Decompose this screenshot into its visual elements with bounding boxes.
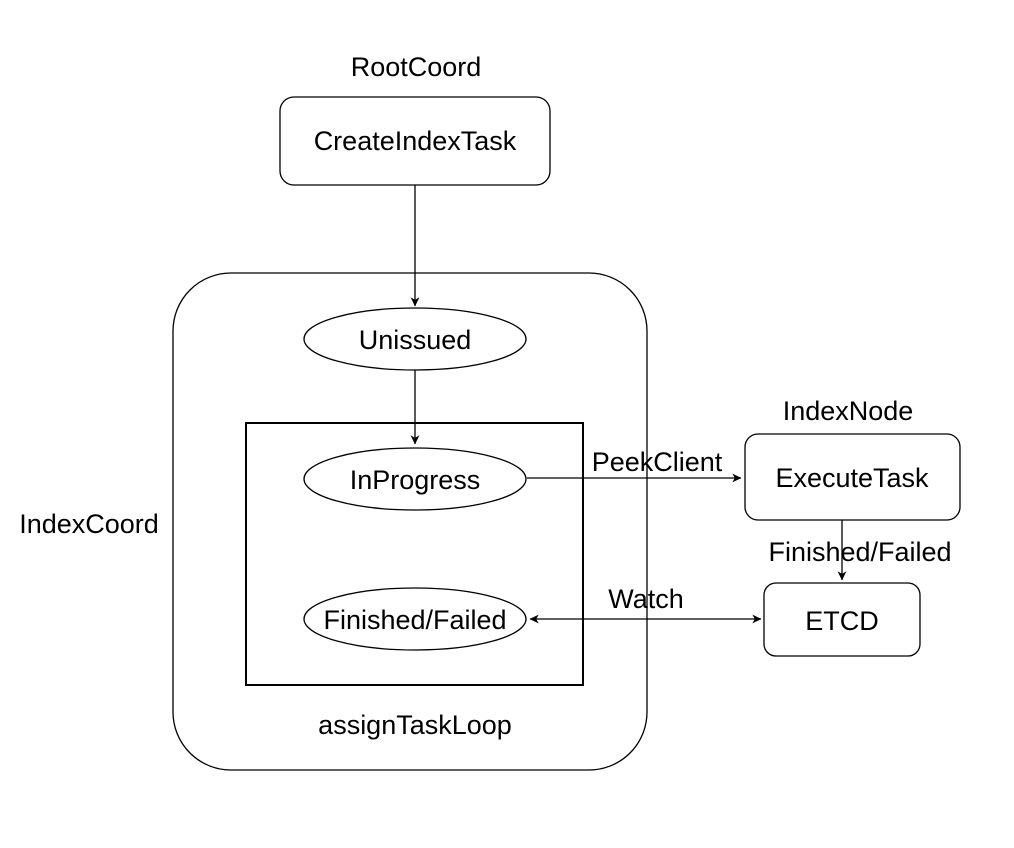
assign-task-loop-box (245, 422, 584, 686)
index-coord-label: IndexCoord (19, 509, 159, 539)
finished-failed-edge-label: Finished/Failed (768, 537, 951, 567)
watch-edge-label: Watch (608, 584, 684, 614)
etcd-label: ETCD (805, 606, 879, 636)
execute-task-label: ExecuteTask (775, 463, 929, 493)
in-progress-label: InProgress (350, 465, 481, 495)
index-node-group-label: IndexNode (783, 396, 914, 426)
finished-failed-state (303, 587, 527, 651)
peek-client-edge-label: PeekClient (592, 447, 723, 477)
create-index-task-label: CreateIndexTask (314, 126, 517, 156)
assign-task-loop-label: assignTaskLoop (318, 710, 512, 740)
index-coord-container (172, 272, 648, 771)
execute-task-node (744, 433, 961, 521)
unissued-label: Unissued (359, 325, 472, 355)
root-coord-group-label: RootCoord (351, 52, 482, 82)
finished-failed-state-label: Finished/Failed (323, 605, 506, 635)
in-progress-state (303, 447, 527, 511)
etcd-node (763, 582, 921, 657)
